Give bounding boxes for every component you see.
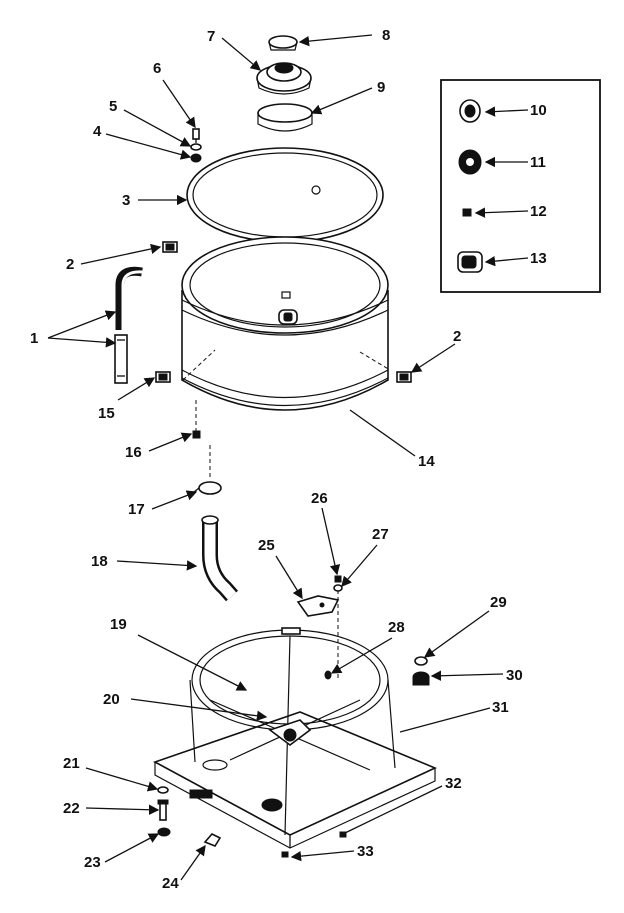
part-10-icon: [459, 99, 481, 123]
part-8-clamp-icon: [268, 35, 298, 51]
part-11-icon: [458, 149, 482, 175]
callout-23: 23: [84, 854, 101, 871]
part-33-foot-icon: [281, 831, 347, 858]
callout-3: 3: [122, 192, 130, 209]
callout-2: 2: [66, 256, 74, 273]
callout-33: 33: [357, 843, 374, 860]
callout-1: 1: [30, 330, 38, 347]
part-21-washer-icon: [157, 786, 169, 794]
part-9-ring-icon: [257, 103, 313, 132]
part-2-clip-right-icon: [396, 371, 412, 383]
callout-20: 20: [103, 691, 120, 708]
part-22-bolt-icon: [157, 799, 169, 821]
part-3-ring-icon: [186, 147, 384, 243]
part-13-icon: [457, 251, 483, 273]
callout-15: 15: [98, 405, 115, 422]
callout-6: 6: [153, 60, 161, 77]
callout-9: 9: [377, 79, 385, 96]
part-27-washer-icon: [333, 584, 343, 592]
callout-17: 17: [128, 501, 145, 518]
callout-29: 29: [490, 594, 507, 611]
callout-22: 22: [63, 800, 80, 817]
callout-25: 25: [258, 537, 275, 554]
part-24-clip-icon: [203, 833, 222, 847]
callout-14: 14: [418, 453, 435, 470]
callout-24: 24: [162, 875, 179, 892]
callout-10: 10: [530, 102, 547, 119]
part-30-foot-icon: [412, 671, 430, 686]
part-5-washer-icon: [190, 143, 202, 151]
part-31-base-frame-icon: [153, 627, 437, 849]
callout-16: 16: [125, 444, 142, 461]
callout-5: 5: [109, 98, 117, 115]
callout-31: 31: [492, 699, 509, 716]
callout-19: 19: [110, 616, 127, 633]
leader-lines: [47, 34, 504, 881]
callout-11: 11: [530, 154, 546, 171]
callout-21: 21: [63, 755, 80, 772]
callout-2-right: 2: [453, 328, 461, 345]
part-4-nut-icon: [190, 153, 202, 163]
part-23-nut-icon: [157, 827, 171, 837]
part-16-nut-icon: [192, 430, 201, 439]
callout-30: 30: [506, 667, 523, 684]
callout-labels: 1 2 2 3 4 5 6 7 8 9 10 11 12 13 14 15 16…: [30, 27, 547, 892]
callout-13: 13: [530, 250, 547, 267]
callout-27: 27: [372, 526, 389, 543]
part-7-cap-icon: [256, 62, 312, 95]
part-12-icon: [462, 208, 472, 217]
part-1-hose-icon: [114, 266, 143, 384]
part-28-screw-icon: [324, 670, 332, 680]
part-17-clamp-icon: [193, 481, 222, 495]
part-6-screw-icon: [192, 128, 200, 143]
part-14-tub-icon: [181, 236, 389, 411]
callout-18: 18: [91, 553, 108, 570]
callout-7: 7: [207, 28, 215, 45]
part-2-clip-icon: [162, 241, 178, 253]
part-15-clip-icon: [155, 371, 171, 383]
callout-32: 32: [445, 775, 462, 792]
inset-parts-box: [440, 79, 601, 293]
callout-12: 12: [530, 203, 547, 220]
part-26-screw-icon: [334, 575, 342, 583]
part-29-washer-icon: [414, 656, 428, 666]
part-25-bracket-icon: [296, 595, 340, 617]
callout-8: 8: [382, 27, 390, 44]
part-18-hose-icon: [201, 515, 239, 602]
callout-4: 4: [93, 123, 102, 140]
callout-26: 26: [311, 490, 328, 507]
callout-28: 28: [388, 619, 405, 636]
